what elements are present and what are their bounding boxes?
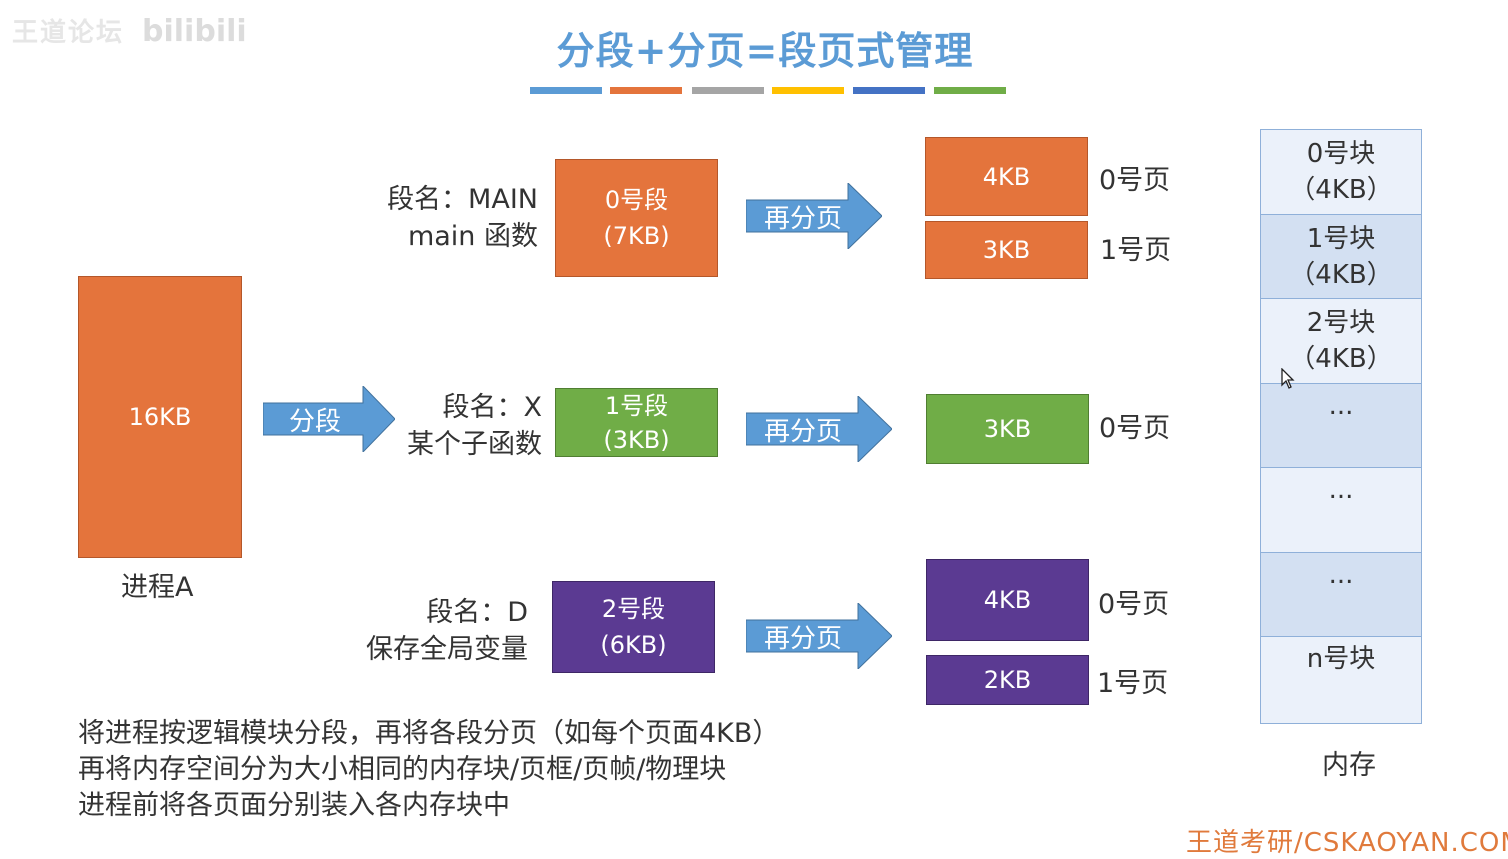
- segment-2-page-1-box: 2KB: [926, 655, 1089, 705]
- segment-1-arrow: 再分页: [746, 396, 892, 462]
- segment-0-page-0-label: 0号页: [1099, 165, 1171, 196]
- memory-block: n号块: [1260, 636, 1422, 724]
- segment-0-page-0-box: 4KB: [925, 137, 1088, 216]
- process-box: 16KB: [78, 276, 242, 558]
- arrow-shape: [746, 396, 892, 462]
- segment-2-page-0-box: 4KB: [926, 559, 1089, 641]
- segment-1-name: 段名：X 某个子函数: [407, 389, 542, 463]
- segment-0-page-0-size: 4KB: [982, 162, 1031, 191]
- title-stripe-green: [934, 87, 1006, 94]
- segmentation-arrow: 分段: [263, 386, 395, 452]
- memory-block-name: ...: [1328, 390, 1354, 421]
- segment-2-page-0-size: 4KB: [983, 586, 1032, 614]
- segment-0-size: (7KB): [603, 222, 670, 250]
- process-label: 进程A: [121, 572, 194, 603]
- segment-0-page-1-label: 1号页: [1100, 235, 1172, 266]
- memory-block-name: 1号块: [1306, 223, 1376, 254]
- segment-2-name: 段名：D 保存全局变量: [366, 594, 528, 668]
- title-stripe-darkblue: [853, 87, 925, 94]
- page-title: 分段+分页=段页式管理: [556, 29, 974, 73]
- segment-2-arrow: 再分页: [746, 603, 892, 669]
- memory-block: 0号块 （4KB）: [1260, 129, 1422, 215]
- description: 将进程按逻辑模块分段，再将各段分页（如每个页面4KB） 再将内存空间分为大小相同…: [78, 716, 779, 824]
- segment-0-box: 0号段 (7KB): [555, 159, 718, 277]
- segment-1-name-line2: 某个子函数: [407, 429, 542, 460]
- memory-block-name: ...: [1328, 559, 1354, 590]
- segment-1-size: (3KB): [603, 425, 670, 454]
- segment-1-title: 1号段: [604, 391, 669, 420]
- segment-2-arrow-label: 再分页: [764, 623, 843, 654]
- segmentation-arrow-label: 分段: [289, 406, 342, 437]
- arrow-shape: [263, 386, 395, 452]
- description-line: 再将内存空间分为大小相同的内存块/页框/页帧/物理块: [78, 754, 727, 785]
- segment-1-page-0-size: 3KB: [983, 415, 1032, 443]
- memory-block-name: n号块: [1306, 644, 1376, 674]
- segment-0-name-line2: main 函数: [407, 221, 538, 252]
- segment-2-page-1-size: 2KB: [983, 666, 1032, 694]
- segment-1-arrow-label: 再分页: [764, 416, 843, 447]
- title-stripe-gray: [692, 87, 764, 94]
- watermark: 王道论坛 bilibili: [12, 12, 247, 49]
- process-size: 16KB: [128, 403, 192, 431]
- segment-0-page-1-box: 3KB: [925, 221, 1088, 279]
- title-stripe-yellow: [772, 87, 844, 94]
- arrow-shape: [746, 183, 882, 249]
- segment-0-page-1-size: 3KB: [982, 236, 1031, 264]
- segment-0-name-line1: 段名：MAIN: [387, 184, 538, 215]
- segment-2-box: 2号段 (6KB): [552, 581, 715, 673]
- memory-block-name: 2号块: [1306, 308, 1376, 338]
- watermark-text: 王道论坛: [12, 18, 125, 48]
- memory-column: 0号块 （4KB） 1号块 （4KB） 2号块 （4KB） ... ... ..…: [1260, 129, 1422, 724]
- segment-2-name-line2: 保存全局变量: [366, 634, 528, 665]
- segment-1-name-line1: 段名：X: [442, 392, 543, 423]
- memory-block: ...: [1260, 382, 1422, 469]
- bilibili-logo: bilibili: [142, 14, 247, 49]
- description-line: 进程前将各页面分别装入各内存块中: [78, 790, 510, 821]
- memory-block-size: （4KB）: [1289, 344, 1393, 374]
- memory-block: ...: [1260, 551, 1422, 638]
- memory-block-name: ...: [1328, 475, 1354, 505]
- segment-1-page-0-label: 0号页: [1099, 413, 1171, 444]
- memory-label: 内存: [1322, 750, 1376, 781]
- segment-2-page-1-label: 1号页: [1097, 668, 1169, 699]
- segment-1-box: 1号段 (3KB): [555, 388, 718, 457]
- memory-block-name: 0号块: [1306, 139, 1376, 169]
- arrow-shape: [746, 603, 892, 669]
- title-stripe-orange: [610, 87, 682, 94]
- segment-2-page-0-label: 0号页: [1098, 589, 1170, 620]
- segment-0-name: 段名：MAIN main 函数: [387, 181, 538, 255]
- description-line: 将进程按逻辑模块分段，再将各段分页（如每个页面4KB）: [78, 718, 780, 749]
- memory-block: 1号块 （4KB）: [1260, 213, 1422, 300]
- memory-block-size: （4KB）: [1289, 259, 1393, 290]
- segment-0-title: 0号段: [604, 186, 669, 214]
- segment-2-name-line1: 段名：D: [426, 597, 528, 628]
- segment-2-title: 2号段: [601, 595, 666, 623]
- segment-0-arrow-label: 再分页: [764, 203, 843, 234]
- title-stripe-blue: [530, 87, 602, 94]
- memory-block: ...: [1260, 467, 1422, 553]
- mouse-cursor-icon: [1281, 367, 1295, 394]
- memory-block-size: （4KB）: [1289, 175, 1393, 205]
- segment-0-arrow: 再分页: [746, 183, 882, 249]
- segment-2-size: (6KB): [600, 631, 667, 659]
- segment-1-page-0-box: 3KB: [926, 394, 1089, 464]
- memory-block: 2号块 （4KB）: [1260, 298, 1422, 384]
